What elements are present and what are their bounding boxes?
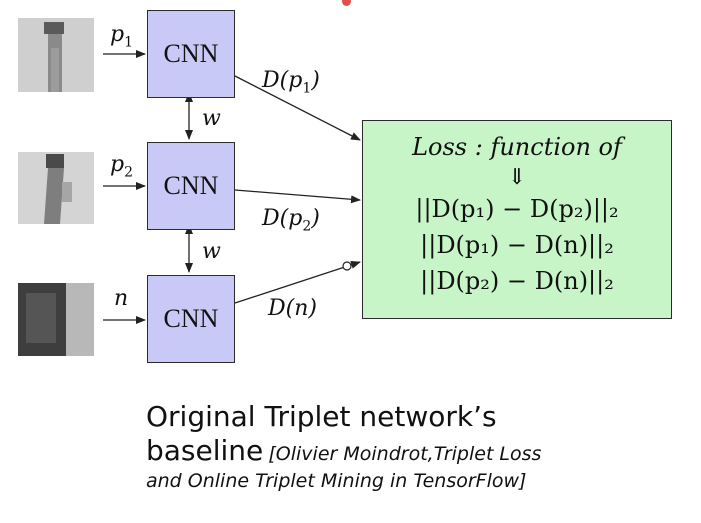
- loss-term-1: ||D(p₁) − D(p₂)||₂: [415, 195, 619, 223]
- caption-title-line2: baseline: [146, 434, 264, 467]
- cnn-box-2: CNN: [147, 142, 235, 230]
- positive-image-patch: [18, 152, 94, 224]
- output-label-p1: D(p1): [262, 68, 320, 97]
- caption-title-line1: Original Triplet network’s: [146, 400, 497, 433]
- anchor-image-patch: [18, 18, 94, 92]
- loss-term-2: ||D(p₁) − D(n)||₂: [420, 231, 614, 259]
- caption: Original Triplet network’s baseline [Oli…: [146, 400, 566, 494]
- implies-arrow: ⇓: [507, 165, 527, 190]
- output-label-n: D(n): [268, 296, 317, 321]
- output-label-p2: D(p2): [262, 206, 320, 235]
- caption-citation: [Olivier Moindrot,Triplet Loss and Onlin…: [146, 443, 542, 492]
- shared-weight-label-2: w: [202, 239, 221, 264]
- connection-node: [342, 261, 352, 271]
- cnn-box-3: CNN: [147, 275, 235, 363]
- loss-term-3: ||D(p₂) − D(n)||₂: [420, 267, 614, 295]
- output-arrow-3: [234, 261, 361, 304]
- marker-dot: [342, 0, 351, 6]
- input-label-p2: p2: [110, 152, 134, 181]
- output-arrow-2: [234, 189, 361, 204]
- input-label-p1: p1: [110, 22, 134, 51]
- input-label-n: n: [114, 286, 129, 311]
- cnn-box-1: CNN: [147, 10, 235, 98]
- loss-box: Loss : function of ⇓ ||D(p₁) − D(p₂)||₂ …: [362, 120, 672, 319]
- shared-weight-label-1: w: [202, 106, 221, 131]
- loss-header: Loss : function of: [412, 133, 622, 161]
- output-arrow-1: [234, 75, 361, 141]
- negative-image-patch: [18, 283, 94, 356]
